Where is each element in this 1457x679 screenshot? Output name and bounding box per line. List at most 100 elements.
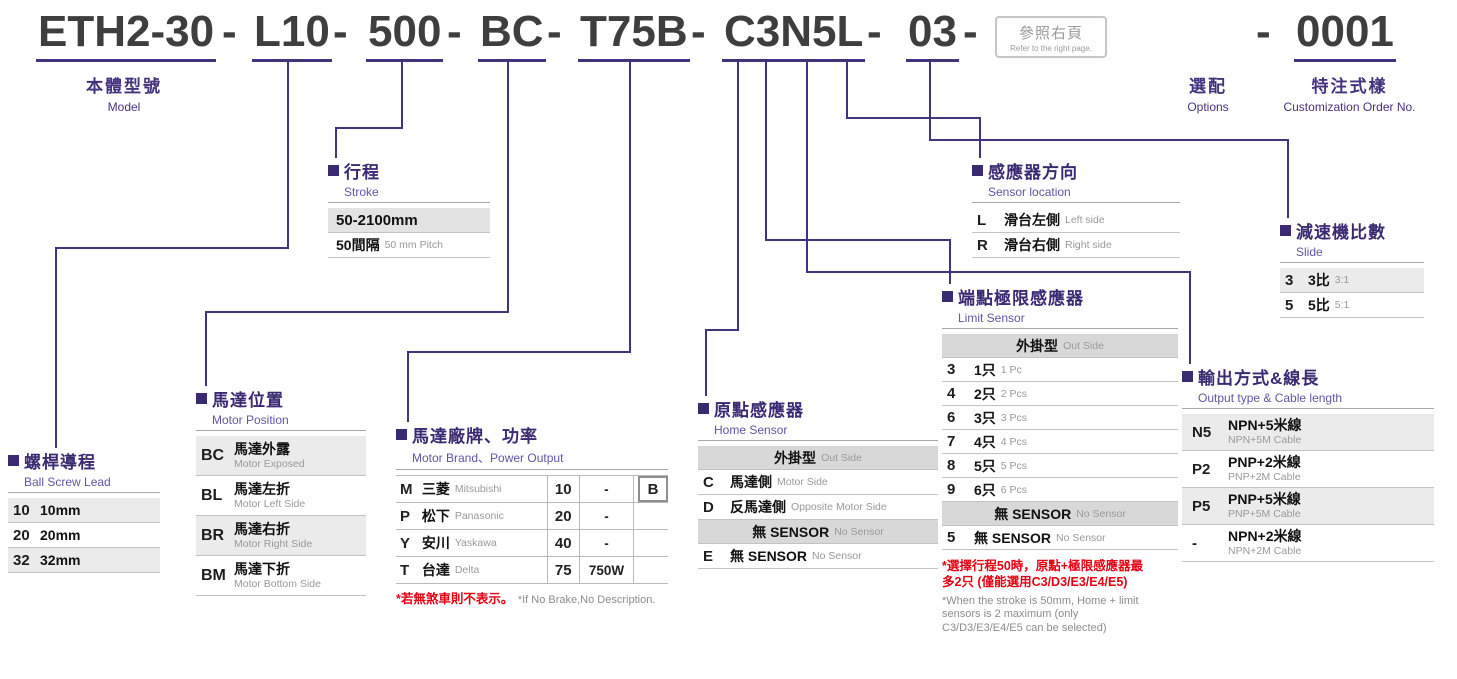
brand-en: Mitsubishi [454,483,502,495]
row-power-code: 75 [546,557,579,583]
table-row: E 無 SENSOR No Sensor [698,544,938,569]
table-row: N5 NPN+5米線 NPN+5M Cable [1182,414,1434,451]
section-title-zh: 行程 [344,163,380,182]
row-value: 20mm [40,527,81,543]
row-value-zh: 反馬達側 [730,499,786,515]
row-value-en: Motor Exposed [234,457,305,470]
row-code: D [703,498,714,516]
table-row: 6 3只 3 Pcs [942,406,1178,430]
row-code: C [703,473,714,491]
row-watt: - [578,503,635,529]
section-motor-position: 馬達位置 Motor Position BC 馬達外露 Motor Expose… [196,386,366,596]
row-value-en: Motor Bottom Side [234,577,321,590]
row-value-en: PNP+2M Cable [1228,471,1301,484]
section-header: 端點極限感應器 Limit Sensor [942,284,1178,329]
row-watt: - [578,530,635,556]
subheader-en: No Sensor [1076,507,1126,520]
row-value: 32mm [40,552,81,568]
row-value-zh: NPN+2米線 [1228,528,1302,545]
row-code: 7 [947,433,956,450]
bullet-square-icon [1182,371,1193,382]
section-title-zh: 感應器方向 [988,163,1078,182]
table-row: 10 10mm [8,498,160,523]
table-row: Y 安川 Yaskawa 40 - [396,530,668,557]
bullet-square-icon [396,429,407,440]
row-value: 馬達下折 Motor Bottom Side [234,559,321,592]
row-value-en: NPN+5M Cable [1228,434,1302,447]
model-segment-order-no: 0001 [1294,8,1396,62]
table-row: 20 20mm [8,523,160,548]
row-code: P5 [1192,497,1211,515]
row-code: 5 [947,529,956,546]
row-value-zh: 2只 [974,385,996,402]
home-sensor-table: 外掛型 Out Side C 馬達側 Motor Side D 反馬達側 Opp… [698,446,938,569]
row-value: 馬達外露 Motor Exposed [234,439,305,472]
limit-note-zh-line2: 多2只 (僅能選用C3/D3/E3/E4/E5) [942,575,1128,590]
row-value-en: Right side [1065,239,1112,251]
row-code: - [1192,534,1197,552]
table-row: 3 3比 3:1 [1280,268,1424,293]
table-subheader: 無 SENSOR No Sensor [698,520,938,544]
row-value-en: Motor Left Side [234,497,306,510]
row-value-zh: 滑台左側 [1004,212,1060,228]
row-value-zh: 1只 [974,361,996,378]
row-value-zh: 5只 [974,457,996,474]
table-row: 3 1只 1 Pc [942,358,1178,382]
model-separator: - [691,7,706,56]
model-segment-sensor: C3N5L [722,8,866,62]
row-value-en: 5:1 [1334,299,1350,311]
output-type-table: N5 NPN+5米線 NPN+5M Cable P2 PNP+2米線 PNP+2… [1182,414,1434,562]
section-title-zh: 輸出方式&線長 [1198,369,1320,388]
section-title-zh: 馬達廠牌、功率 [412,427,538,446]
section-title-zh: 馬達位置 [212,391,284,410]
section-title-en: Sensor location [988,185,1071,199]
bullet-square-icon [972,165,983,176]
table-row: - NPN+2米線 NPN+2M Cable [1182,525,1434,562]
section-header: 輸出方式&線長 Output type & Cable length [1182,364,1434,409]
table-row: BM 馬達下折 Motor Bottom Side [196,556,366,596]
label-customization-zh: 特注式樣 [1311,77,1388,96]
row-value-zh: 6只 [974,481,996,498]
subheader-en: No Sensor [834,525,884,538]
row-value: NPN+2米線 NPN+2M Cable [1228,526,1302,559]
section-title-zh: 減速機比數 [1296,223,1386,242]
limit-sensor-table: 外掛型 Out Side 3 1只 1 Pc 4 2只 2 Pcs 6 3只 3… [942,334,1178,550]
row-value: PNP+2米線 PNP+2M Cable [1228,452,1301,485]
row-value-zh: 無 SENSOR [730,548,808,564]
subheader-zh: 無 SENSOR [752,523,830,540]
row-value-en: 5 Pcs [1000,459,1028,472]
row-code: 4 [947,385,956,402]
section-header: 行程 Stroke [328,158,490,203]
row-value-zh: 滑台右側 [1004,237,1060,253]
table-row: 32 32mm [8,548,160,573]
row-code: 3 [947,361,956,378]
brake-note-zh: *若無煞車則不表示。 [396,592,514,606]
section-title-en: Motor Brand、Power Output [412,451,564,465]
row-value: PNP+5米線 PNP+5M Cable [1228,489,1301,522]
row-value-en: No Sensor [1056,531,1106,544]
row-value-zh: 3只 [974,409,996,426]
label-options: 選配 Options [1148,72,1268,114]
wire-limit-sensor [765,62,951,284]
section-title-en: Motor Position [212,413,289,427]
row-code: R [977,236,988,254]
limit-note-en: *When the stroke is 50mm, Home + limit s… [942,594,1139,635]
subheader-zh: 外掛型 [1016,337,1059,354]
table-row: L 滑台左側 Left side [972,208,1180,233]
row-brand: 三菱 Mitsubishi [422,476,547,502]
row-power-code: 40 [546,530,579,556]
stroke-table: 50-2100mm 50間隔 50 mm Pitch [328,208,490,258]
section-title-en: Ball Screw Lead [24,475,111,489]
row-value-en: NPN+2M Cable [1228,545,1302,558]
section-stroke: 行程 Stroke 50-2100mm 50間隔 50 mm Pitch [328,158,490,258]
row-code: M [400,480,413,498]
subheader-en: Out Side [1063,339,1104,352]
section-gear-ratio: 減速機比數 Slide 3 3比 3:1 5 5比 5:1 [1280,218,1424,318]
row-code: 20 [13,526,30,544]
row-code: BR [201,526,225,544]
table-row: BC 馬達外露 Motor Exposed [196,436,366,476]
model-separator: - [333,7,348,56]
label-options-zh: 選配 [1189,77,1227,96]
brake-note: *若無煞車則不表示。 *If No Brake,No Description. [396,590,668,608]
row-value: 馬達右折 Motor Right Side [234,519,312,552]
